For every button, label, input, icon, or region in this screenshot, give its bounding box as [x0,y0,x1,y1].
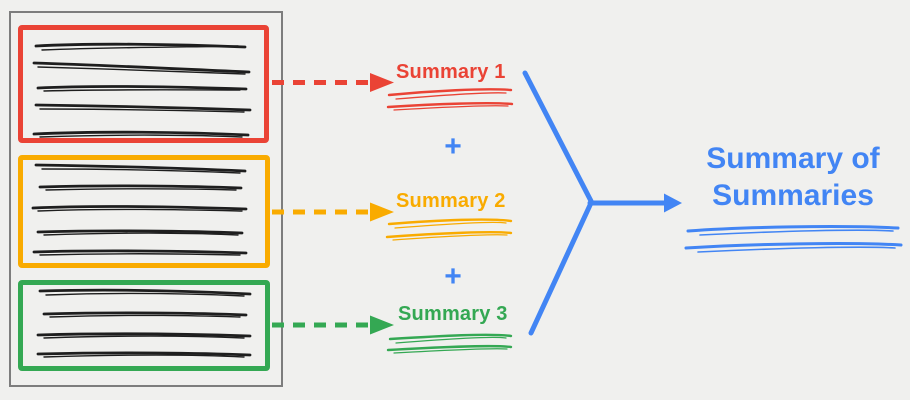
plus-operator-1: + [444,130,462,163]
summary-2-scribble [385,218,513,241]
arrow-chunk3-to-summary3 [272,315,394,335]
chunk-1-box [18,25,269,143]
arrow-chunk2-to-summary2 [272,202,394,222]
final-summary-label: Summary of Summaries [706,142,880,212]
chunk-3-box [18,280,270,371]
summary-1-scribble [386,88,514,111]
summary-3-scribble [386,333,513,354]
merge-arrow [522,70,682,336]
plus-operator-2: + [444,260,462,293]
summary-1-label: Summary 1 [396,61,506,83]
arrow-chunk1-to-summary1 [272,73,394,92]
final-summary-scribble [684,225,903,253]
summary-3-label: Summary 3 [398,303,508,325]
summary-2-label: Summary 2 [396,190,506,212]
document-frame [9,11,283,387]
chunk-2-box [18,155,270,268]
